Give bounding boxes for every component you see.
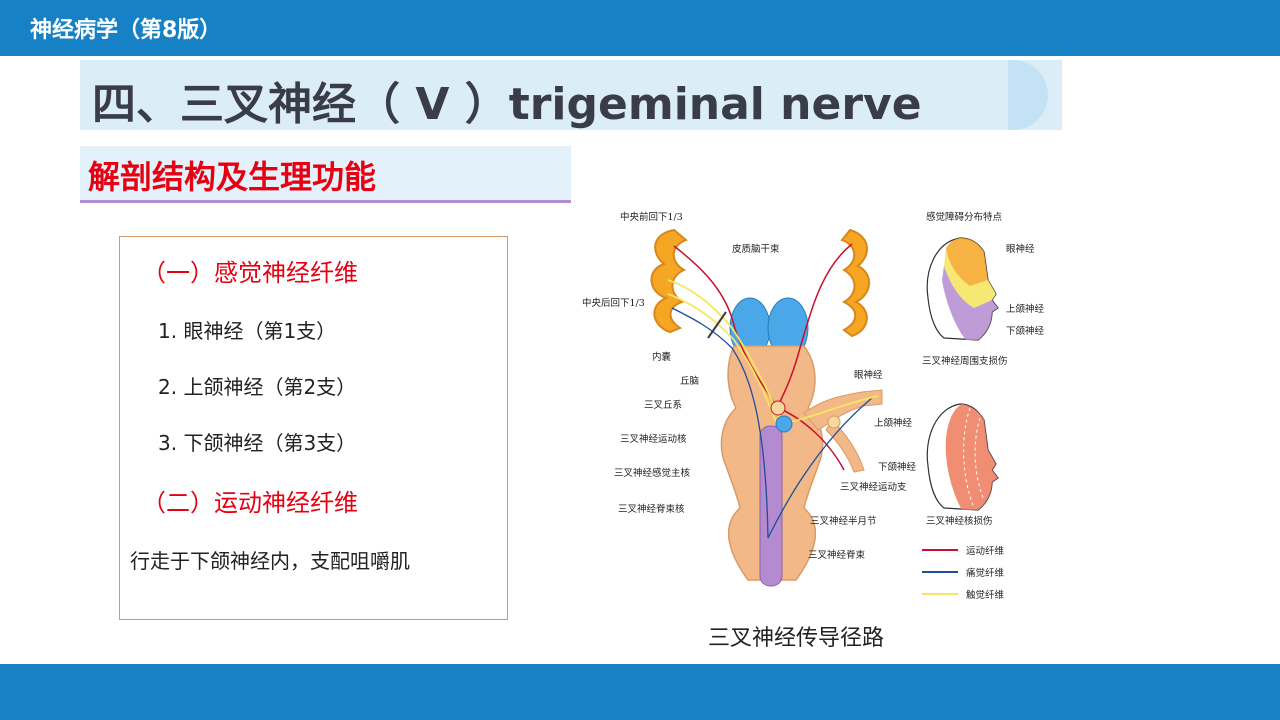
- list-item: 3. 下颌神经（第3支）: [158, 431, 357, 455]
- face-onion-line-1: [963, 407, 975, 509]
- pain-fiber: [671, 307, 873, 539]
- label-mandibular: 下颌神经: [878, 461, 917, 473]
- label-corticobulbar: 皮质脑干束: [732, 243, 780, 255]
- motor-nucleus: [770, 400, 786, 416]
- motor-heading: （二）运动神经纤维: [142, 489, 358, 517]
- face-onion-line-2: [974, 417, 985, 501]
- spinal-nucleus-column: [759, 425, 783, 587]
- cortex-right: [840, 228, 870, 338]
- label-peripheral-injury: 三叉神经周围支损伤: [922, 355, 1008, 367]
- label-lemniscus: 三叉丘系: [644, 400, 682, 411]
- trigeminal-pathway-figure: 中央前回下1/3 中央后回下1/3 皮质脑干束 内囊 丘脑 三叉丘系 三叉神经运…: [582, 211, 1045, 601]
- face-zone-v2: [944, 248, 996, 308]
- label-ophthalmic: 眼神经: [854, 369, 883, 381]
- title-decoration: [1008, 60, 1048, 130]
- title-band: 四、三叉神经（ V ）trigeminal nerve: [80, 60, 1062, 130]
- label-motor-nucleus: 三叉神经运动核: [620, 433, 687, 445]
- label-thalamus: 丘脑: [680, 375, 699, 387]
- label-sensory-title: 感觉障碍分布特点: [926, 211, 1003, 223]
- motor-fiber-right: [777, 243, 853, 407]
- principal-nucleus: [775, 415, 793, 433]
- nerve-trunk: [803, 389, 883, 431]
- label-face-v3: 下颌神经: [1006, 325, 1045, 337]
- content-box: （一）感觉神经纤维 1. 眼神经（第1支） 2. 上颌神经（第2支） 3. 下颌…: [119, 236, 508, 620]
- face-zone-v3: [942, 266, 998, 340]
- label-postcentral: 中央后回下1/3: [582, 297, 645, 309]
- section-heading: 解剖结构及生理功能: [88, 158, 377, 196]
- legend-touch: 触觉纤维: [966, 589, 1005, 601]
- list-item: 1. 眼神经（第1支）: [158, 319, 337, 343]
- top-bar: 神经病学（第8版）: [0, 0, 1280, 56]
- motor-description: 行走于下颌神经内，支配咀嚼肌: [130, 549, 410, 573]
- label-precentral: 中央前回下1/3: [620, 211, 683, 223]
- label-face-v2: 上颌神经: [1006, 303, 1045, 315]
- course-title: 神经病学（第8版）: [30, 18, 222, 43]
- internal-capsule: [707, 311, 727, 339]
- label-internal-capsule: 内囊: [652, 351, 672, 363]
- label-face-v1: 眼神经: [1006, 243, 1035, 255]
- ganglion: [827, 415, 841, 429]
- slide-title: 四、三叉神经（ V ）trigeminal nerve: [92, 79, 922, 130]
- label-spinal-tract: 三叉神经脊束: [808, 549, 866, 561]
- label-spinal-nucleus: 三叉神经脊束核: [618, 503, 685, 515]
- legend-pain: 痛觉纤维: [966, 567, 1005, 579]
- legend-motor: 运动纤维: [966, 545, 1005, 557]
- face-zone-v1: [946, 238, 988, 286]
- label-maxillary: 上颌神经: [874, 417, 913, 429]
- label-principal-nucleus: 三叉神经感觉主核: [614, 467, 691, 479]
- motor-fiber-left: [673, 245, 777, 407]
- section-band: 解剖结构及生理功能: [80, 146, 571, 203]
- label-nuclear-injury: 三叉神经核损伤: [926, 515, 993, 527]
- touch-fiber-2: [667, 293, 779, 429]
- bottom-bar: [0, 664, 1280, 720]
- touch-fiber-1: [667, 279, 879, 426]
- motor-branch-fiber: [777, 407, 845, 471]
- label-ganglion: 三叉神经半月节: [810, 515, 877, 527]
- label-motor-branch: 三叉神经运动支: [840, 481, 907, 493]
- figure-caption: 三叉神经传导径路: [708, 626, 885, 651]
- face-onion-zones: [945, 404, 998, 510]
- sensory-heading: （一）感觉神经纤维: [142, 259, 358, 287]
- list-item: 2. 上颌神经（第2支）: [158, 375, 357, 399]
